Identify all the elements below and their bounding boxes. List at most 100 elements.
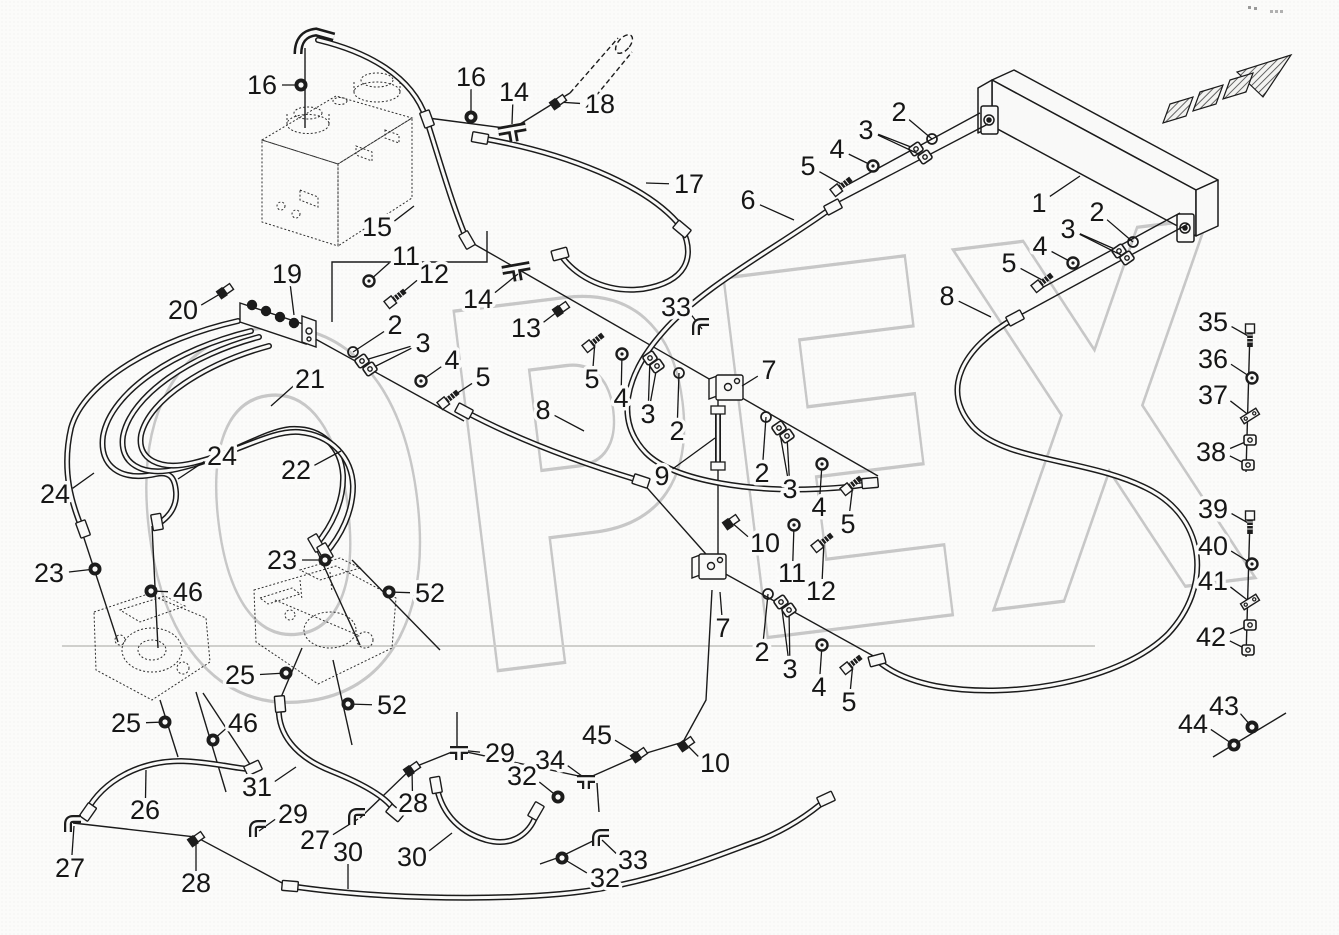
callout-label-5: 5 bbox=[840, 509, 855, 539]
callout-label-28: 28 bbox=[398, 788, 428, 818]
callout-label-17: 17 bbox=[674, 169, 704, 199]
callout-label-2: 2 bbox=[754, 458, 769, 488]
rigid-lines bbox=[72, 34, 1287, 885]
callout-label-14: 14 bbox=[463, 284, 493, 314]
callout-label-45: 45 bbox=[582, 720, 612, 750]
oil-cooler-illustration bbox=[977, 69, 1219, 243]
callout-label-31: 31 bbox=[242, 772, 272, 802]
callout-label-9: 9 bbox=[654, 461, 669, 491]
callout-label-32: 32 bbox=[507, 761, 537, 791]
callout-label-46: 46 bbox=[228, 708, 258, 738]
callout-label-25: 25 bbox=[225, 660, 255, 690]
callout-label-30: 30 bbox=[333, 837, 363, 867]
callout-label-35: 35 bbox=[1198, 307, 1228, 337]
tee-fitting-14a bbox=[497, 122, 527, 143]
pump-right-illustration bbox=[253, 557, 397, 685]
callout-label-4: 4 bbox=[829, 134, 844, 164]
manifold-19 bbox=[239, 299, 317, 348]
callout-label-3: 3 bbox=[782, 474, 797, 504]
callout-label-2: 2 bbox=[669, 416, 684, 446]
callout-label-24: 24 bbox=[207, 441, 237, 471]
callout-label-13: 13 bbox=[511, 313, 541, 343]
callout-label-10: 10 bbox=[700, 748, 730, 778]
callout-label-26: 26 bbox=[130, 795, 160, 825]
callout-label-19: 19 bbox=[272, 259, 302, 289]
callout-label-5: 5 bbox=[1001, 248, 1016, 278]
callout-label-39: 39 bbox=[1198, 494, 1228, 524]
callout-label-2: 2 bbox=[754, 637, 769, 667]
callout-label-44: 44 bbox=[1178, 709, 1208, 739]
callout-label-28: 28 bbox=[181, 868, 211, 898]
callout-label-52: 52 bbox=[377, 690, 407, 720]
hoses-group bbox=[64, 37, 1201, 901]
callout-label-18: 18 bbox=[585, 89, 615, 119]
callout-label-29: 29 bbox=[485, 738, 515, 768]
callout-label-20: 20 bbox=[168, 295, 198, 325]
callout-label-12: 12 bbox=[806, 576, 836, 606]
callout-label-4: 4 bbox=[444, 345, 459, 375]
callout-label-41: 41 bbox=[1198, 566, 1228, 596]
callout-label-10: 10 bbox=[750, 528, 780, 558]
tube-9 bbox=[710, 405, 726, 471]
callout-label-2: 2 bbox=[891, 97, 906, 127]
junction-block-7a bbox=[708, 374, 744, 401]
callout-label-11: 11 bbox=[392, 241, 420, 271]
callout-label-32: 32 bbox=[590, 863, 620, 893]
callout-label-7: 7 bbox=[761, 355, 776, 385]
callout-label-1: 1 bbox=[1031, 188, 1046, 218]
callout-label-23: 23 bbox=[267, 545, 297, 575]
callout-label-3: 3 bbox=[858, 115, 873, 145]
callout-label-16: 16 bbox=[247, 70, 277, 100]
callout-label-3: 3 bbox=[415, 328, 430, 358]
hose-couplers bbox=[75, 109, 1025, 893]
callout-label-11: 11 bbox=[778, 558, 806, 588]
callout-label-22: 22 bbox=[281, 455, 311, 485]
callout-label-8: 8 bbox=[535, 395, 550, 425]
callout-label-34: 34 bbox=[535, 745, 565, 775]
callout-label-8: 8 bbox=[939, 281, 954, 311]
callout-label-40: 40 bbox=[1198, 531, 1228, 561]
callout-label-5: 5 bbox=[800, 151, 815, 181]
callout-label-27: 27 bbox=[55, 853, 85, 883]
junction-block-7b bbox=[691, 553, 727, 580]
callout-label-2: 2 bbox=[387, 310, 402, 340]
callout-label-14: 14 bbox=[499, 77, 529, 107]
callout-label-29: 29 bbox=[278, 799, 308, 829]
callout-label-42: 42 bbox=[1196, 622, 1226, 652]
callout-label-23: 23 bbox=[34, 558, 64, 588]
callout-label-4: 4 bbox=[811, 492, 826, 522]
callout-label-12: 12 bbox=[419, 259, 449, 289]
callout-label-30: 30 bbox=[397, 842, 427, 872]
callout-label-7: 7 bbox=[715, 613, 730, 643]
callout-label-25: 25 bbox=[111, 708, 141, 738]
callout-label-16: 16 bbox=[456, 62, 486, 92]
callout-label-5: 5 bbox=[584, 364, 599, 394]
callout-label-3: 3 bbox=[640, 399, 655, 429]
callout-label-5: 5 bbox=[475, 362, 490, 392]
callout-label-43: 43 bbox=[1209, 691, 1239, 721]
callout-label-4: 4 bbox=[613, 383, 628, 413]
callout-label-4: 4 bbox=[811, 672, 826, 702]
callout-label-38: 38 bbox=[1196, 437, 1226, 467]
callout-label-5: 5 bbox=[841, 687, 856, 717]
callout-label-2: 2 bbox=[1089, 197, 1104, 227]
callout-label-33: 33 bbox=[661, 292, 691, 322]
callout-label-52: 52 bbox=[415, 578, 445, 608]
tank-elbow-fitting bbox=[293, 27, 336, 55]
callout-label-4: 4 bbox=[1032, 231, 1047, 261]
callout-label-3: 3 bbox=[782, 654, 797, 684]
callout-label-33: 33 bbox=[618, 845, 648, 875]
callout-label-15: 15 bbox=[362, 212, 392, 242]
callout-label-27: 27 bbox=[300, 825, 330, 855]
callout-label-21: 21 bbox=[295, 364, 325, 394]
callout-label-36: 36 bbox=[1198, 344, 1228, 374]
callout-label-3: 3 bbox=[1060, 214, 1075, 244]
direction-arrow-icon bbox=[1162, 53, 1293, 124]
callout-label-37: 37 bbox=[1198, 380, 1228, 410]
print-specks-icon bbox=[1248, 6, 1251, 9]
callout-label-6: 6 bbox=[740, 185, 755, 215]
callout-label-46: 46 bbox=[173, 577, 203, 607]
